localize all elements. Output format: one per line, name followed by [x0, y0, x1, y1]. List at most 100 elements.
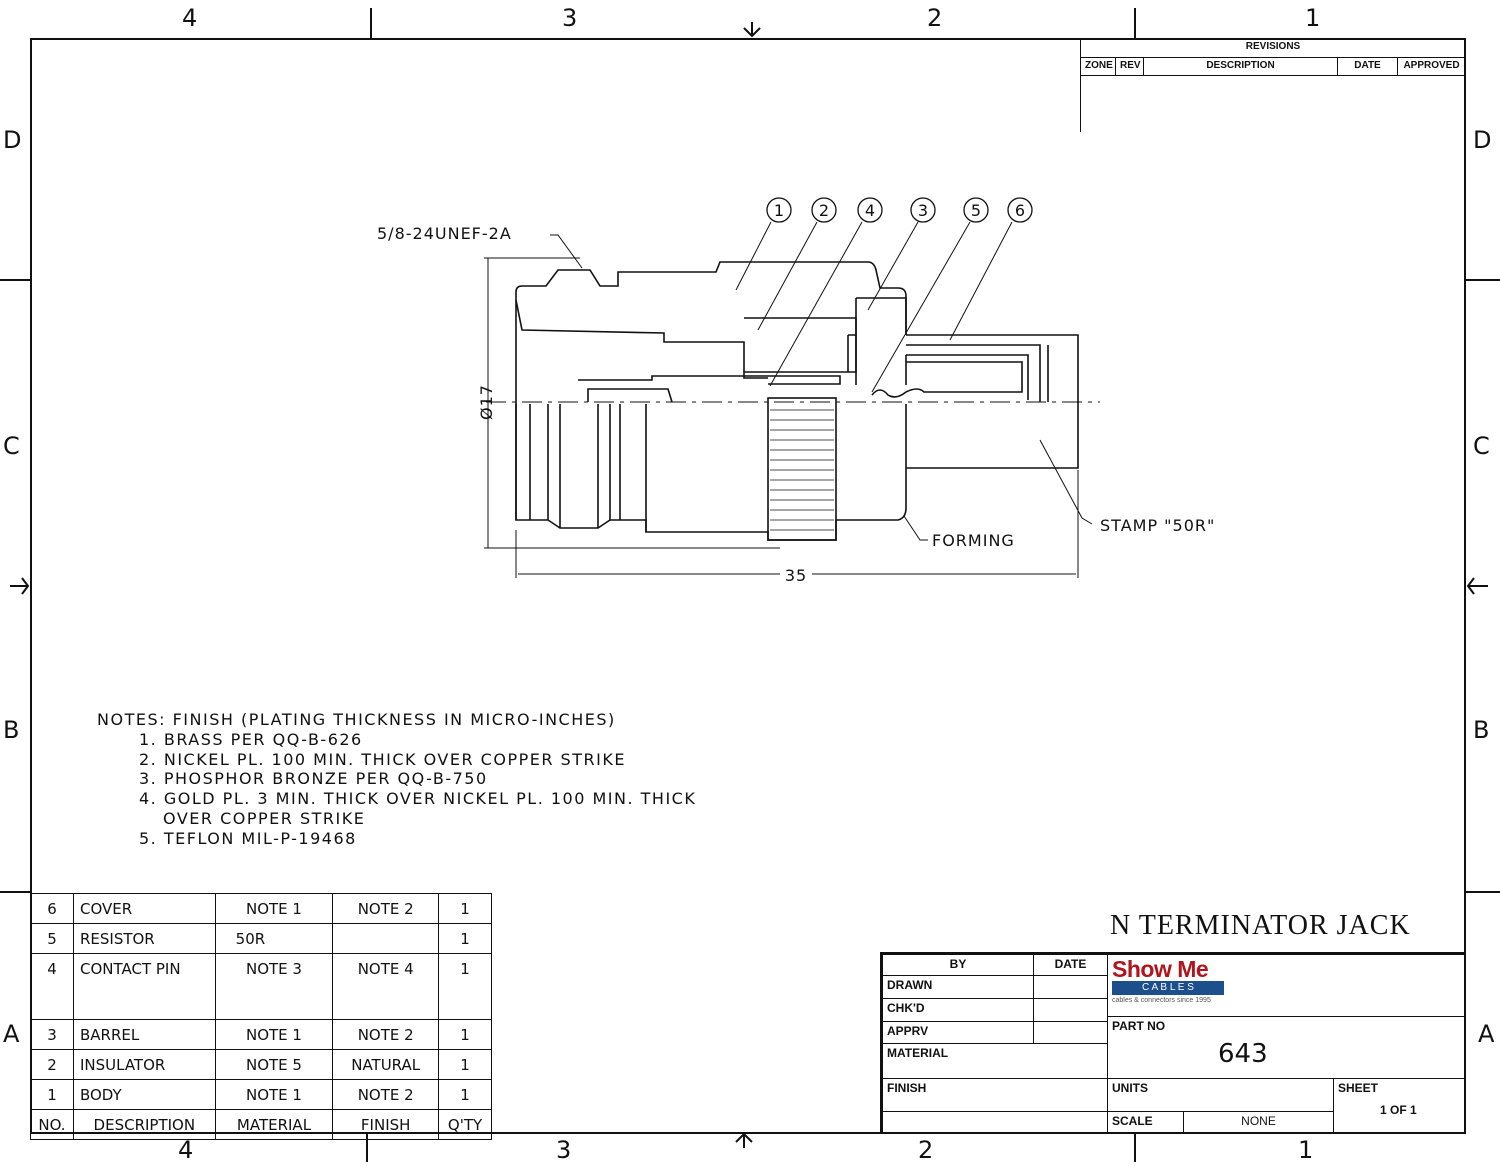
drawing-title: N TERMINATOR JACK [1110, 910, 1411, 941]
contact-knurl [767, 397, 837, 541]
stamp-label: STAMP "50R" [1100, 516, 1215, 535]
contact-pin-upper [578, 375, 841, 403]
balloon-label: 1 [774, 201, 784, 220]
bom-no: 5 [30, 923, 74, 954]
table-row: 2 INSULATOR NOTE 5 NATURAL 1 [30, 1049, 492, 1080]
bom-material: 50R [214, 923, 334, 954]
notes-block: NOTES: FINISH (PLATING THICKNESS IN MICR… [97, 710, 696, 849]
thread-label: 5/8-24UNEF-2A [377, 224, 512, 243]
center-arrow-bottom [735, 1132, 753, 1148]
balloon-6 [1007, 197, 1033, 223]
balloon-3 [910, 197, 936, 223]
zone-row-c-left: C [3, 432, 20, 460]
body-lower [515, 404, 907, 541]
balloon-label: 2 [819, 201, 829, 220]
bom-qty: 1 [438, 923, 492, 954]
bom-header-material: MATERIAL [214, 1109, 334, 1140]
bom-description: CONTACT PIN [72, 953, 216, 1020]
scale-label: SCALE [1107, 1111, 1184, 1134]
bom-qty: 1 [438, 893, 492, 924]
checked-date [1033, 998, 1108, 1022]
part-no-label: PART NO [1112, 1019, 1166, 1033]
stamp-leader [1039, 439, 1093, 525]
zone-row-b-left: B [3, 716, 20, 744]
table-row: 5 RESISTOR 50R 1 [30, 923, 492, 954]
zone-col-4-top: 4 [182, 4, 198, 32]
note-item: 4. GOLD PL. 3 MIN. THICK OVER NICKEL PL.… [139, 789, 697, 809]
bom-finish: NATURAL [332, 1049, 440, 1080]
zone-divider [1466, 279, 1500, 281]
body-outline [515, 261, 907, 520]
checked-label: CHK'D [882, 998, 1034, 1022]
bom-finish: NOTE 4 [332, 953, 440, 1020]
zone-divider [0, 279, 30, 281]
part-no-value: 643 [1218, 1039, 1268, 1069]
table-row: 4 CONTACT PIN NOTE 3 NOTE 4 1 [30, 953, 492, 1020]
rev-header-approved: APPROVED [1397, 57, 1466, 76]
bom-description: COVER [72, 893, 216, 924]
bom-finish [332, 923, 440, 954]
balloon-4 [857, 197, 883, 223]
center-arrow-top [743, 22, 761, 38]
bom-material: NOTE 5 [214, 1049, 334, 1080]
drawing-frame [30, 38, 1466, 1134]
date-header: DATE [1033, 954, 1108, 976]
balloon-label: 3 [918, 201, 928, 220]
bom-header-finish: FINISH [332, 1109, 440, 1140]
diameter-dimension [484, 257, 780, 549]
logo-cell: Show Me C A B L E S cables & connectors … [1107, 954, 1466, 1017]
table-header-row: NO. DESCRIPTION MATERIAL FINISH Q'TY [30, 1109, 492, 1140]
zone-row-a-left: A [3, 1020, 20, 1048]
title-block: BY DATE DRAWN CHK'D APPRV MATERIAL FINIS… [880, 952, 1466, 1134]
bill-of-materials: 6 COVER NOTE 1 NOTE 2 1 5 RESISTOR 50R 1… [30, 893, 492, 1140]
by-header: BY [882, 954, 1034, 976]
drawn-label: DRAWN [882, 975, 1034, 999]
zone-divider [1134, 8, 1136, 38]
hex-lines [529, 404, 647, 532]
table-row: 3 BARREL NOTE 1 NOTE 2 1 [30, 1019, 492, 1050]
zone-row-b-right: B [1473, 716, 1490, 744]
center-arrow-right [1466, 577, 1488, 595]
part-no-cell: PART NO 643 [1107, 1016, 1466, 1079]
revisions-leader [1080, 76, 1081, 132]
bom-finish: NOTE 2 [332, 1079, 440, 1110]
length-label: 35 [785, 566, 807, 585]
revisions-title: REVISIONS [1080, 38, 1466, 58]
forming-label: FORMING [932, 531, 1015, 550]
zone-divider [0, 891, 30, 893]
bom-material: NOTE 3 [214, 953, 334, 1020]
zone-col-2-top: 2 [927, 4, 943, 32]
scale-value: NONE [1183, 1111, 1334, 1134]
drawn-date [1033, 975, 1108, 999]
zone-divider [366, 1134, 368, 1162]
notes-heading: NOTES: FINISH (PLATING THICKNESS IN MICR… [97, 710, 616, 729]
zone-divider [1466, 891, 1500, 893]
knurl-lines [770, 409, 834, 531]
bom-no: 4 [30, 953, 74, 1020]
resistor [871, 361, 1023, 398]
zone-row-d-right: D [1473, 126, 1492, 154]
zone-col-4-bottom: 4 [178, 1136, 194, 1164]
balloon-label: 5 [971, 201, 981, 220]
forming-leader [903, 515, 928, 541]
zone-row-c-right: C [1473, 432, 1490, 460]
bom-qty: 1 [438, 1079, 492, 1110]
balloon-label: 6 [1015, 201, 1025, 220]
revisions-block: REVISIONS ZONE REV DESCRIPTION DATE APPR… [1080, 38, 1466, 132]
bom-description: RESISTOR [72, 923, 216, 954]
zone-col-3-top: 3 [562, 4, 578, 32]
bom-finish: NOTE 2 [332, 893, 440, 924]
bom-finish: NOTE 2 [332, 1019, 440, 1050]
balloon-label: 4 [865, 201, 875, 220]
bom-qty: 1 [438, 1019, 492, 1050]
bom-header-no: NO. [30, 1109, 74, 1140]
thread-leader [550, 234, 583, 269]
zone-row-a-right: A [1478, 1020, 1495, 1048]
bom-header-description: DESCRIPTION [72, 1109, 216, 1140]
table-row: 6 COVER NOTE 1 NOTE 2 1 [30, 893, 492, 924]
zone-col-1-bottom: 1 [1298, 1136, 1314, 1164]
bom-material: NOTE 1 [214, 893, 334, 924]
bom-material: NOTE 1 [214, 1019, 334, 1050]
bom-no: 1 [30, 1079, 74, 1110]
note-item: 5. TEFLON MIL-P-19468 [139, 828, 357, 848]
